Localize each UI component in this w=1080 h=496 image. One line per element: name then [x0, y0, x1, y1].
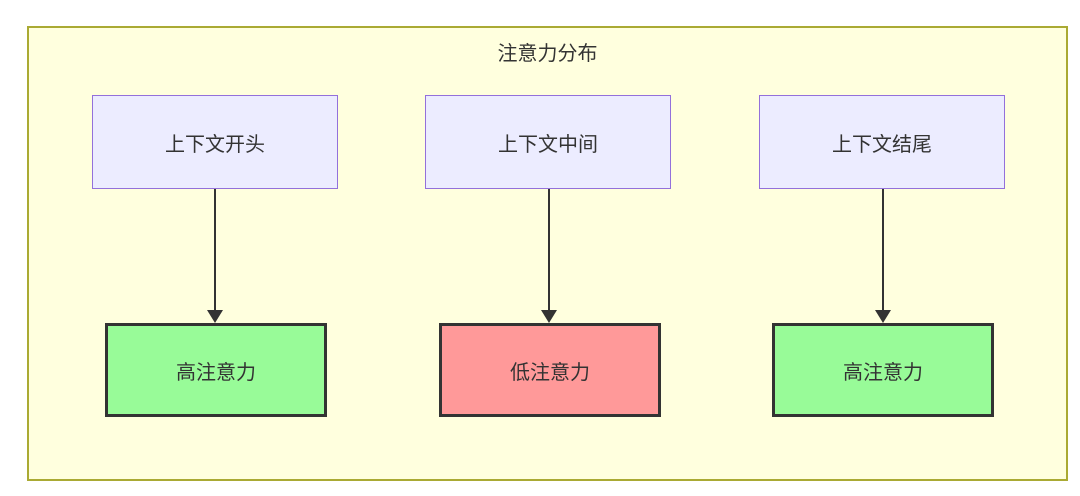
arrow-middle-to-low-icon	[541, 189, 557, 323]
node-context-middle: 上下文中间	[425, 95, 671, 189]
node-high-attention-start: 高注意力	[105, 323, 327, 417]
node-low-attention-middle: 低注意力	[439, 323, 661, 417]
node-context-start: 上下文开头	[92, 95, 338, 189]
diagram-title: 注意力分布	[497, 41, 598, 65]
node-context-end: 上下文结尾	[759, 95, 1005, 189]
node-high-attention-end: 高注意力	[772, 323, 994, 417]
arrow-end-to-high-icon	[875, 189, 891, 323]
attention-distribution-container: 注意力分布 上下文开头 上下文中间 上下文结尾 高注意力 低注意力 高注意力	[27, 26, 1068, 481]
arrow-start-to-high-icon	[207, 189, 223, 323]
